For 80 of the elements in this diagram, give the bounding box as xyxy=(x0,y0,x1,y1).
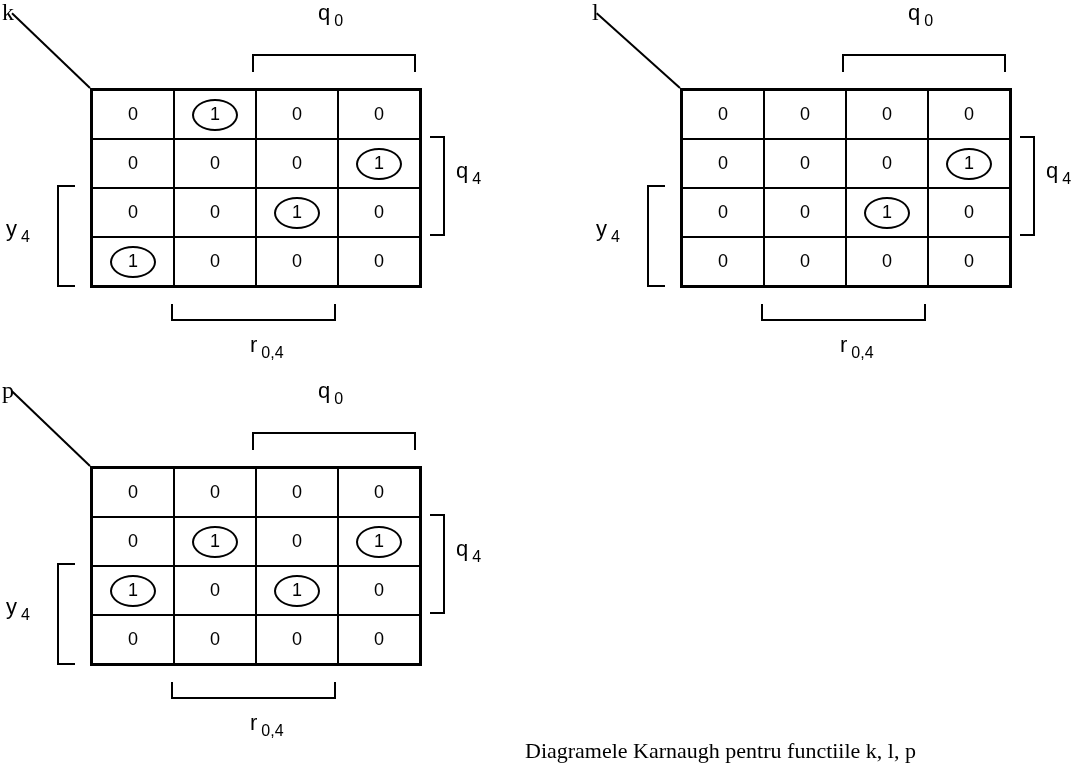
map-cell: 0 xyxy=(92,139,174,188)
karnaugh-map xyxy=(90,88,422,288)
map-cell xyxy=(174,517,256,566)
map-cell xyxy=(256,188,338,237)
function-label: k xyxy=(2,0,14,24)
circled-value: 1 xyxy=(192,525,238,558)
map-cell: 0 xyxy=(92,188,174,237)
circled-value: 1 xyxy=(110,574,156,607)
variable-label: y$_{4}$ xyxy=(6,594,30,621)
leader-line xyxy=(11,390,91,467)
circled-value: 1 xyxy=(946,147,992,180)
circled-value: 1 xyxy=(274,196,320,229)
map-cell xyxy=(92,237,174,286)
map-cell: 0 xyxy=(256,237,338,286)
variable-label: r$_{0,4}$ xyxy=(250,710,284,737)
map-cell: 0 xyxy=(256,90,338,139)
leader-line xyxy=(11,12,91,89)
map-cell xyxy=(338,517,420,566)
map-cell: 0 xyxy=(256,468,338,517)
map-cell: 0 xyxy=(846,139,928,188)
map-cell: 0 xyxy=(256,517,338,566)
map-cell xyxy=(92,566,174,615)
map-cell: 0 xyxy=(92,517,174,566)
variable-label: q$_{0}$ xyxy=(318,378,344,405)
map-cell: 0 xyxy=(682,90,764,139)
map-cell: 0 xyxy=(338,188,420,237)
variable-label: q$_{4}$ xyxy=(456,536,482,563)
map-cell: 0 xyxy=(174,566,256,615)
variable-label: q$_{0}$ xyxy=(318,0,344,27)
map-cell: 0 xyxy=(764,237,846,286)
variable-label: y$_{4}$ xyxy=(6,216,30,243)
map-cell: 0 xyxy=(92,615,174,664)
function-label: l xyxy=(592,0,599,24)
map-cell: 0 xyxy=(92,90,174,139)
map-cell: 0 xyxy=(764,90,846,139)
circled-value: 1 xyxy=(864,196,910,229)
map-cell xyxy=(928,139,1010,188)
variable-label: q$_{4}$ xyxy=(456,158,482,185)
circled-value: 1 xyxy=(192,98,238,131)
map-cell: 0 xyxy=(338,615,420,664)
map-cell: 0 xyxy=(338,468,420,517)
map-cell: 0 xyxy=(846,90,928,139)
map-cell: 0 xyxy=(764,188,846,237)
map-cell: 0 xyxy=(928,188,1010,237)
caption: Diagramele Karnaugh pentru functiile k, l, p xyxy=(525,738,916,764)
circled-value: 1 xyxy=(356,525,402,558)
map-cell: 0 xyxy=(764,139,846,188)
map-cell xyxy=(256,566,338,615)
map-cell: 0 xyxy=(174,468,256,517)
map-cell: 0 xyxy=(338,237,420,286)
map-cell: 0 xyxy=(338,566,420,615)
map-cell: 0 xyxy=(338,90,420,139)
map-cell: 0 xyxy=(682,237,764,286)
map-cell: 0 xyxy=(928,90,1010,139)
variable-label: q$_{0}$ xyxy=(908,0,934,27)
circled-value: 1 xyxy=(274,574,320,607)
map-cell: 0 xyxy=(682,139,764,188)
variable-label: r$_{0,4}$ xyxy=(840,332,874,359)
variable-label: r$_{0,4}$ xyxy=(250,332,284,359)
map-cell: 0 xyxy=(174,237,256,286)
map-cell: 0 xyxy=(92,468,174,517)
map-cell: 0 xyxy=(928,237,1010,286)
variable-label: q$_{4}$ xyxy=(1046,158,1072,185)
function-label: p xyxy=(2,378,14,402)
map-cell: 0 xyxy=(174,188,256,237)
karnaugh-map xyxy=(90,466,422,666)
karnaugh-map xyxy=(680,88,1012,288)
map-cell xyxy=(846,188,928,237)
leader-line xyxy=(595,12,681,89)
map-cell: 0 xyxy=(256,615,338,664)
map-cell: 0 xyxy=(174,615,256,664)
map-cell: 0 xyxy=(846,237,928,286)
map-cell: 0 xyxy=(256,139,338,188)
map-cell: 0 xyxy=(174,139,256,188)
variable-label: y$_{4}$ xyxy=(596,216,620,243)
circled-value: 1 xyxy=(110,245,156,278)
map-cell xyxy=(338,139,420,188)
map-cell: 0 xyxy=(682,188,764,237)
circled-value: 1 xyxy=(356,147,402,180)
map-cell xyxy=(174,90,256,139)
